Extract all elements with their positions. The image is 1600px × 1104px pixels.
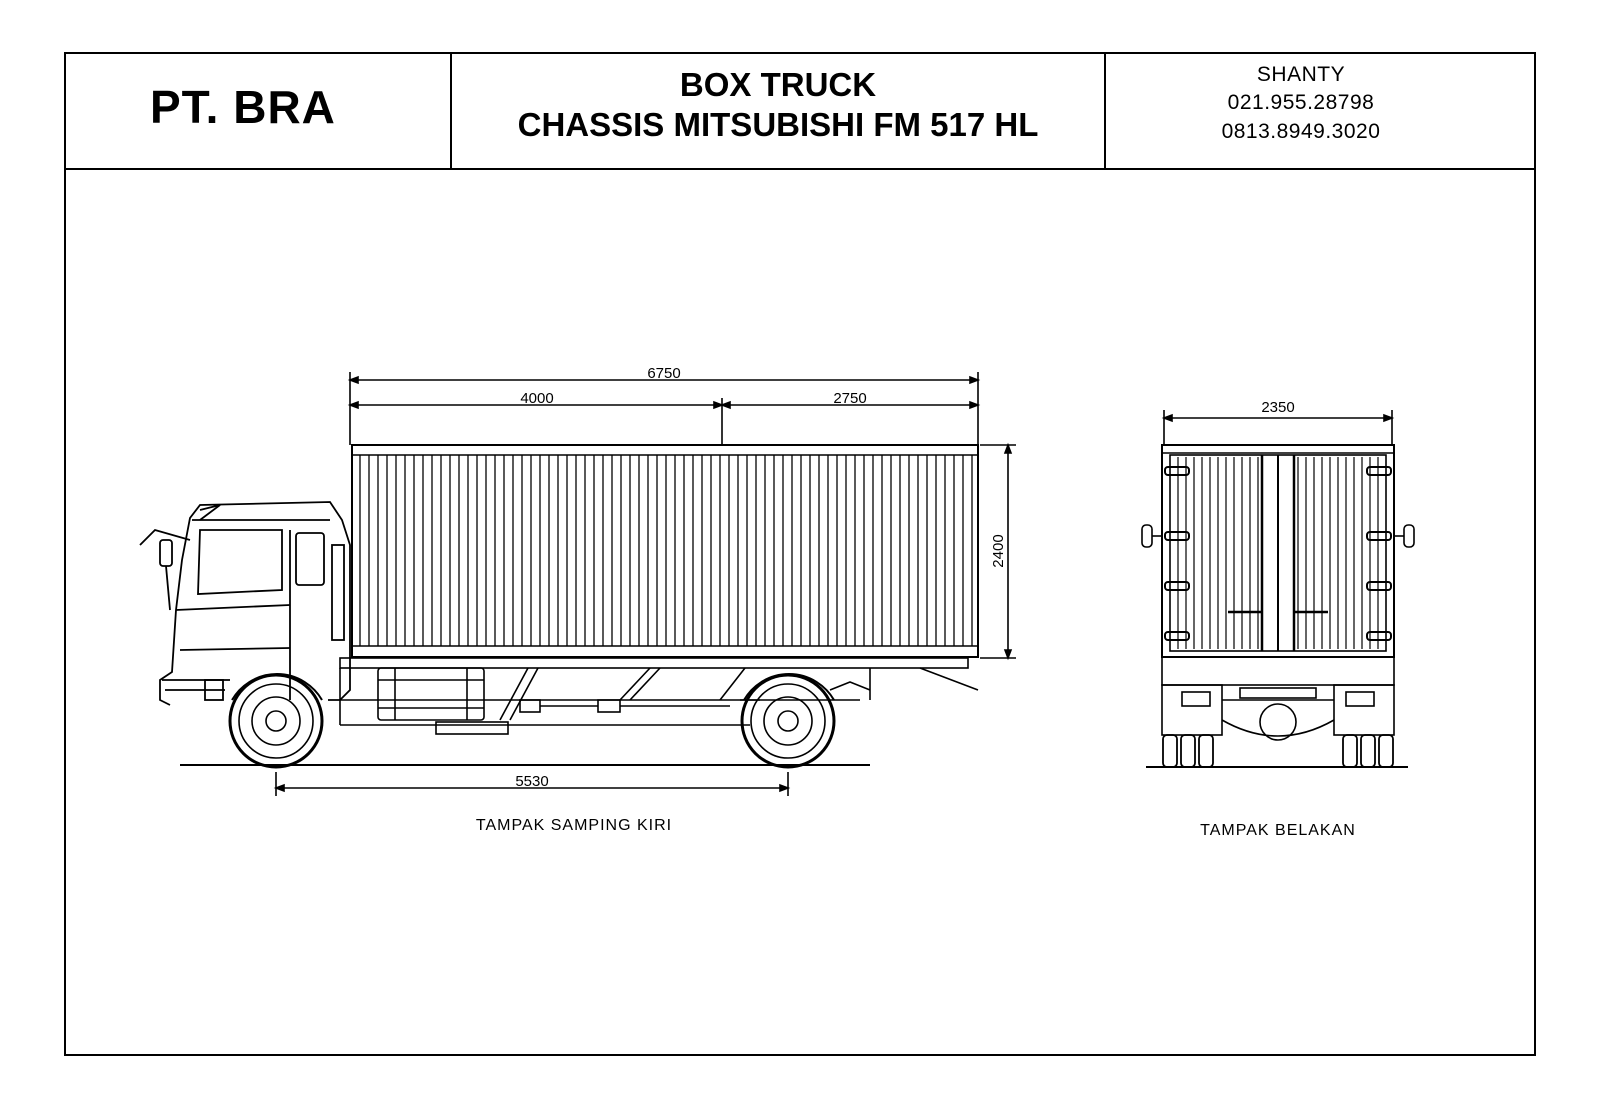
dim-label-width: 2350 (1261, 399, 1294, 416)
rear-underbody (1161, 656, 1395, 741)
drawing-frame: PT. BRA BOX TRUCK CHASSIS MITSUBISHI FM … (64, 52, 1536, 1056)
contact-phone-1: 021.955.28798 (1227, 91, 1375, 114)
side-view: 6750 4000 2750 2400 (139, 365, 1016, 834)
contact-phone-2: 0813.8949.3020 (1221, 120, 1381, 143)
dimension-box-height: 2400 (980, 442, 1016, 661)
title-block: PT. BRA BOX TRUCK CHASSIS MITSUBISHI FM … (66, 54, 1534, 170)
rear-wheel (740, 673, 836, 769)
company-cell: PT. BRA (66, 54, 452, 168)
contact-name: SHANTY (1256, 63, 1346, 86)
dim-label-front-section: 4000 (520, 390, 553, 407)
dimension-wheelbase: 5530 (273, 772, 791, 796)
dim-label-wheelbase: 5530 (515, 773, 548, 790)
side-view-caption: TAMPAK SAMPING KIRI (476, 817, 672, 834)
title-cell: BOX TRUCK CHASSIS MITSUBISHI FM 517 HL (452, 54, 1106, 168)
rear-box (1141, 444, 1415, 658)
drawing-subtitle: CHASSIS MITSUBISHI FM 517 HL (517, 106, 1039, 143)
company-name: PT. BRA (150, 81, 336, 133)
contact-cell: SHANTY 021.955.28798 0813.8949.3020 (1106, 54, 1536, 168)
rear-view: 2350 (1141, 399, 1415, 839)
front-wheel (228, 673, 324, 769)
dim-label-overall: 6750 (647, 365, 680, 382)
dimension-sections: 4000 2750 (347, 390, 981, 445)
dimension-width: 2350 (1161, 399, 1395, 445)
dim-label-height: 2400 (990, 534, 1007, 567)
rear-view-caption: TAMPAK BELAKAN (1200, 822, 1356, 839)
cargo-box (351, 444, 979, 658)
drawing-title: BOX TRUCK (679, 66, 877, 103)
cab (139, 501, 351, 706)
dim-label-rear-section: 2750 (833, 390, 866, 407)
dimension-overall-length: 6750 (347, 365, 981, 445)
chassis (339, 657, 979, 735)
